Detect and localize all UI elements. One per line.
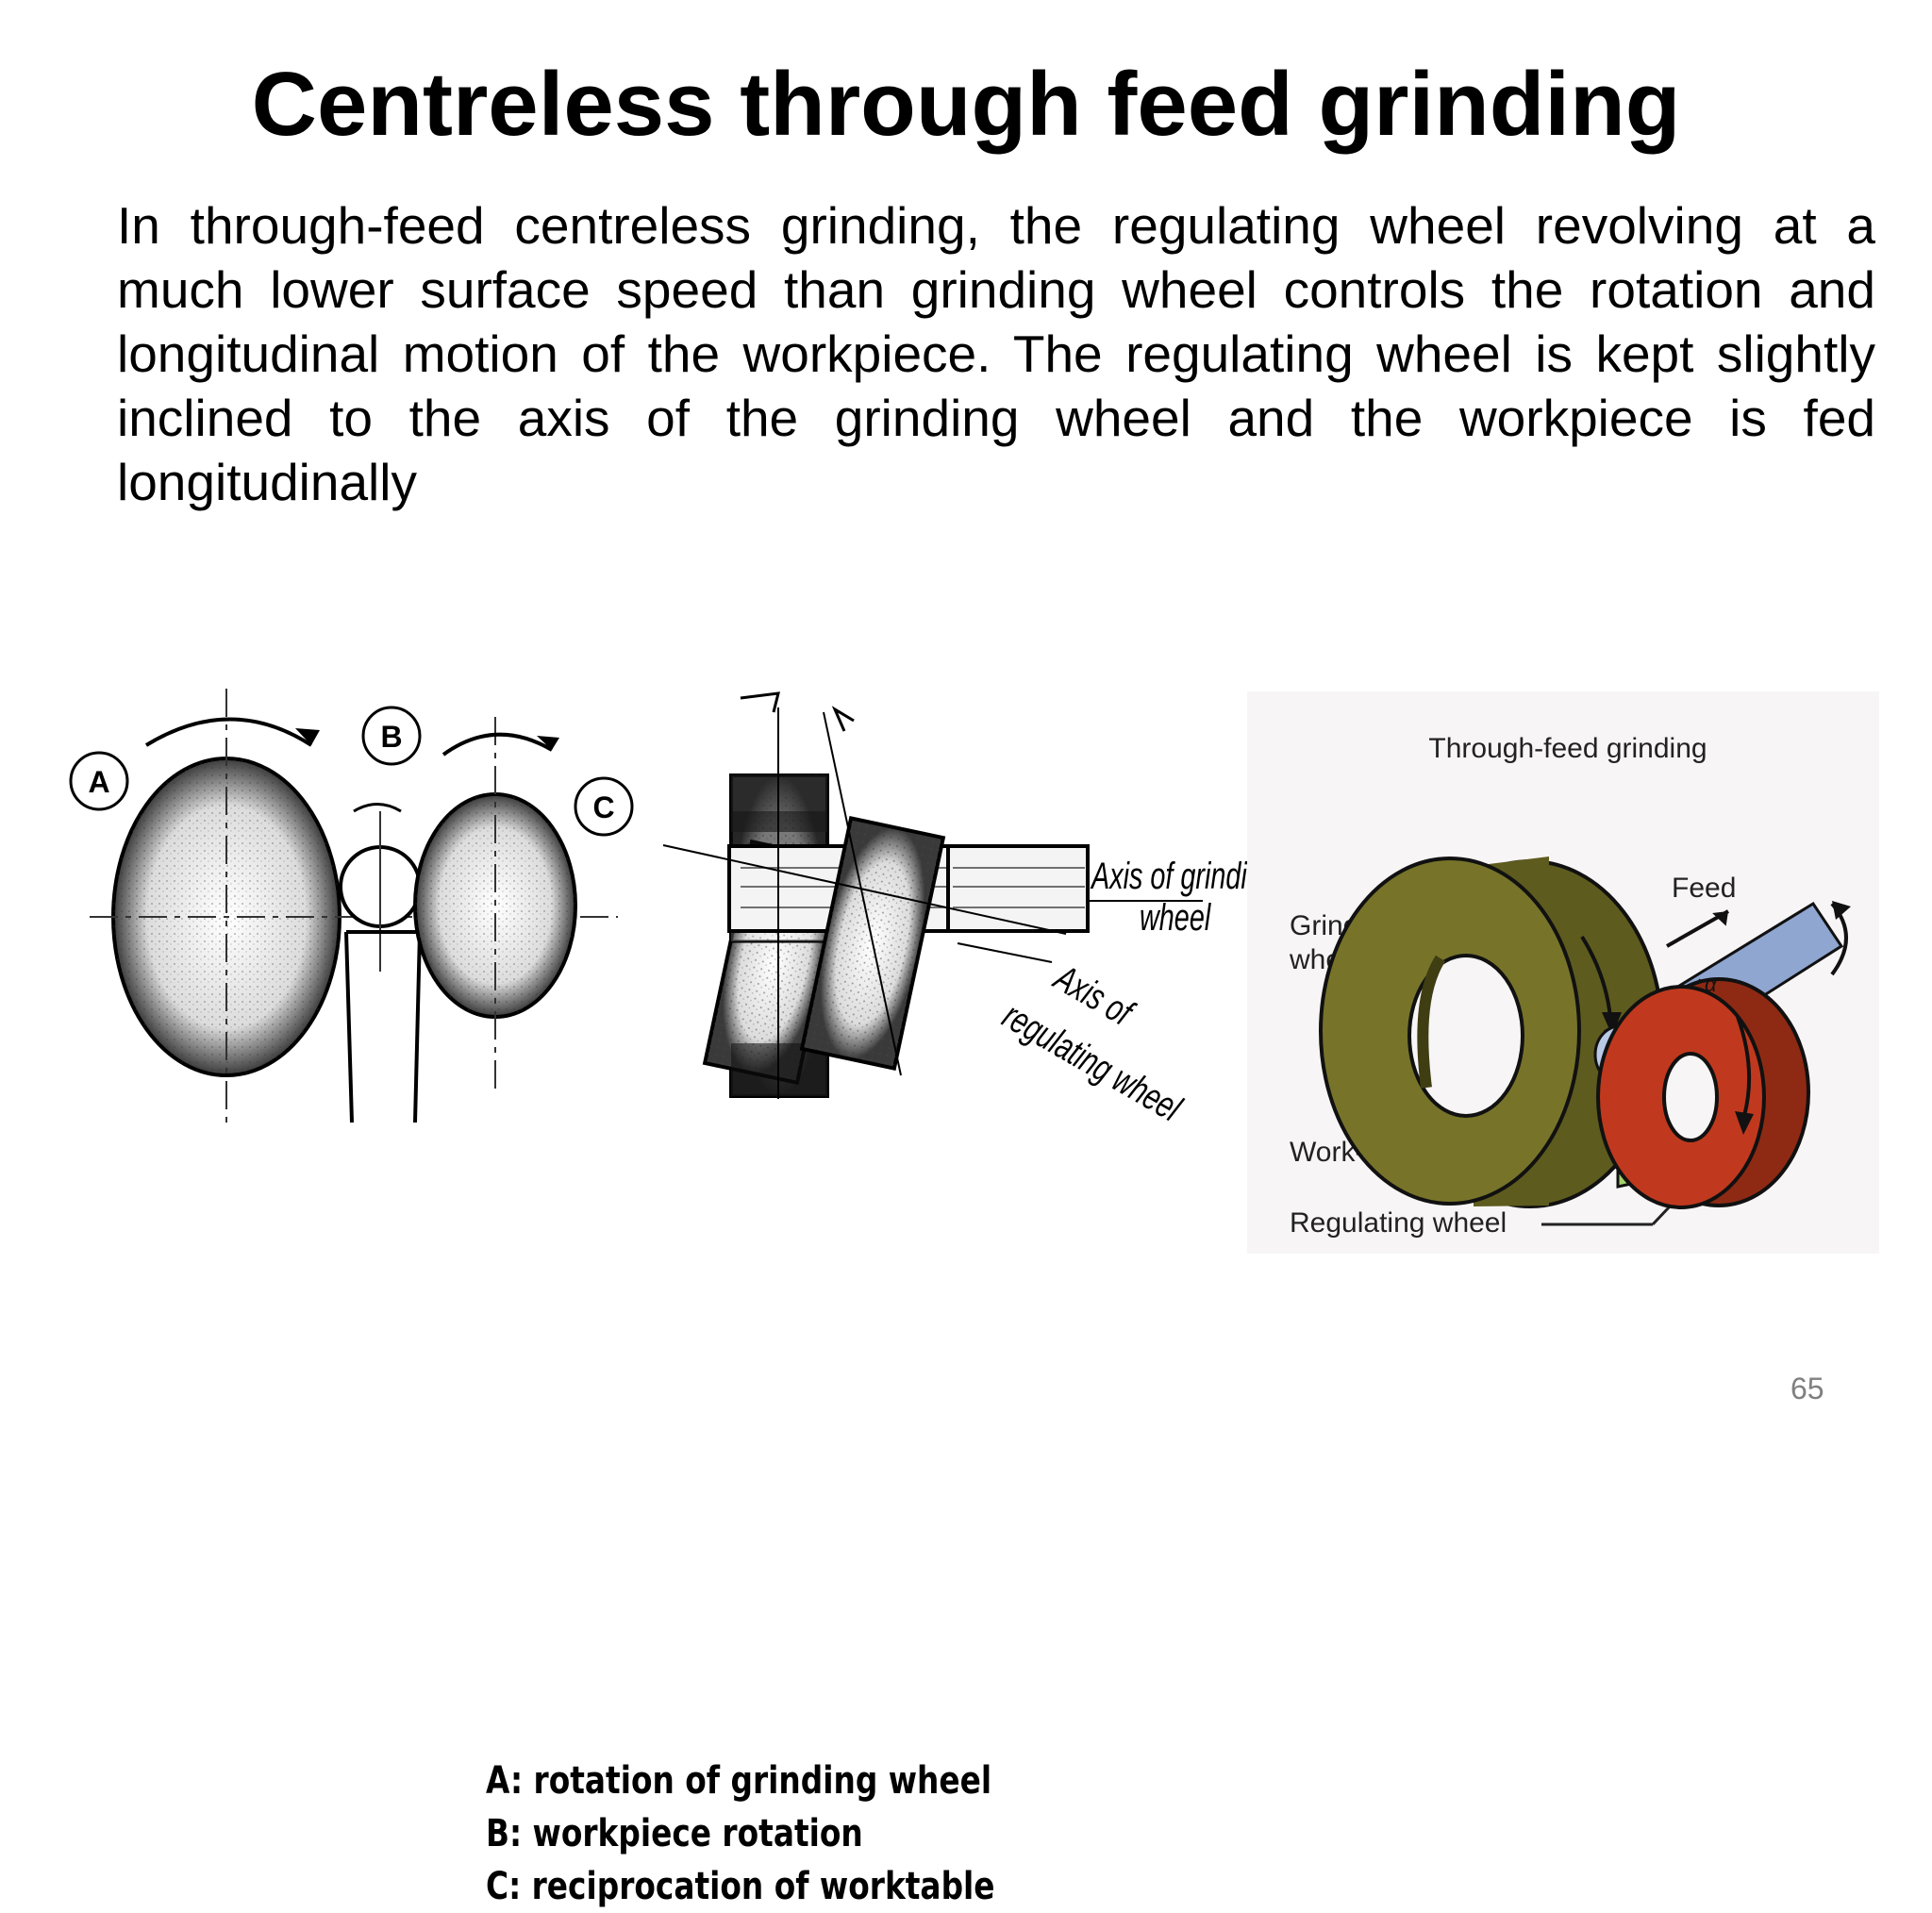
legend-item-a: A: rotation of grinding wheel [486,1759,992,1803]
illustration-title: Through-feed grinding [1428,733,1707,764]
slide-paragraph: In through-feed centreless grinding, the… [117,196,1875,511]
top-view-drawing [662,691,1203,1099]
legend-item-c: C: reciprocation of worktable [486,1865,995,1908]
svg-text:C: C [592,790,614,824]
alpha-angle-label: α [1705,973,1718,996]
marker-b: B [361,706,422,766]
centreless-schematic-drawing: A B C [69,689,1277,1130]
marker-a: A [69,751,129,811]
centreless-schematic-figure: A B C [52,660,1277,1908]
grinding-wheel-3d [1319,857,1664,1208]
through-feed-illustration: Through-feed grinding Feed Grinding whee… [1247,691,1879,1254]
feed-label: Feed [1672,873,1736,904]
axis-grinding-label-line2: wheel [1140,896,1211,939]
through-feed-drawing: Through-feed grinding Feed Grinding whee… [1289,733,1851,1239]
axis-grinding-label-line1: Axis of grinding [1090,855,1259,897]
legend-item-b: B: workpiece rotation [486,1812,863,1855]
slide-title: Centreless through feed grinding [251,54,1681,155]
page-number: 65 [1790,1372,1824,1406]
schematic-legend: A: rotation of grinding wheel B: workpie… [486,1755,995,1913]
regulating-wheel-label: Regulating wheel [1290,1207,1507,1239]
svg-text:A: A [88,765,109,799]
marker-c: C [574,776,634,837]
regulating-wheel-3d [1596,977,1810,1209]
svg-text:B: B [380,720,402,754]
